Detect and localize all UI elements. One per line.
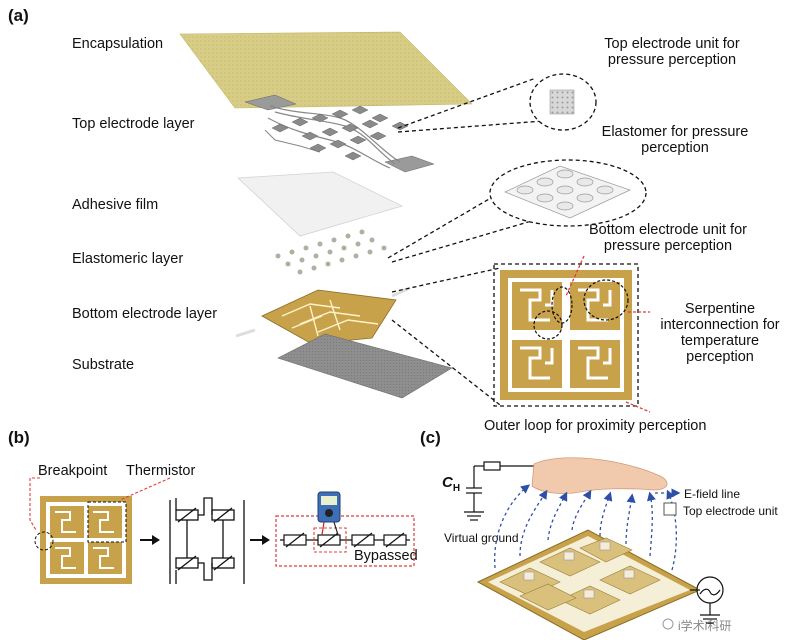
sensor-array-3d: [476, 529, 702, 640]
callout-elastomer: Elastomer for pressure perception: [601, 124, 749, 156]
layer-label-adhesive-film: Adhesive film: [72, 197, 159, 213]
layer-label-substrate: Substrate: [72, 357, 135, 373]
efield-lines: [494, 484, 678, 571]
panel-c-circuit: [464, 461, 540, 521]
elastomer-domes: [504, 165, 631, 219]
ch-main: C: [442, 474, 453, 491]
layer-label-top-electrode: Top electrode layer: [72, 116, 195, 132]
top-electrode-layer: [244, 94, 435, 173]
hand-illustration: [531, 457, 668, 494]
ac-source: [690, 576, 724, 624]
efield-legend-label: E-field line: [684, 487, 741, 501]
top-unit-legend-label: Top electrode unit: [683, 504, 778, 518]
ch-sub: H: [452, 483, 461, 494]
substrate-layer: [277, 333, 453, 399]
layer-label-bottom-electrode: Bottom electrode layer: [72, 306, 218, 322]
thermistor-network: [169, 497, 245, 584]
watermark: i学术i科研: [678, 619, 732, 633]
breakpoint-label: Breakpoint: [38, 463, 108, 479]
top-electrode-unit-icon: [549, 89, 575, 115]
bottom-electrode-layer: [235, 286, 411, 345]
panel-b-label: (b): [8, 428, 30, 447]
panel-b-arrows: [140, 535, 270, 545]
callout-outer-loop: Outer loop for proximity perception: [484, 418, 707, 434]
panel-a-label: (a): [8, 6, 29, 25]
ch-label: CH: [442, 474, 460, 494]
red-pointers: [565, 255, 651, 413]
panel-c-label: (c): [420, 428, 441, 447]
callout-serpentine: Serpentine interconnection for temperatu…: [660, 301, 780, 365]
panel-b-electrode: [34, 496, 132, 584]
layer-label-elastomeric: Elastomeric layer: [72, 251, 184, 267]
encapsulation-layer: [179, 31, 473, 109]
elastomeric-layer: [275, 229, 387, 275]
watermark-icon: [662, 618, 674, 630]
callout-top-electrode-unit: Top electrode unit for pressure percepti…: [604, 36, 740, 68]
bottom-electrode-zoom: [493, 263, 639, 407]
top-unit-legend-icon: [663, 502, 677, 516]
adhesive-film-layer: [237, 171, 404, 237]
callout-bottom-electrode-unit: Bottom electrode unit for pressure perce…: [589, 222, 747, 254]
thermistor-label: Thermistor: [126, 463, 196, 479]
panel-b-red-pointers: [29, 477, 171, 531]
bypassed-circuit: [275, 491, 415, 567]
bypassed-label: Bypassed: [354, 548, 418, 564]
virtual-ground-label: Virtual ground: [444, 531, 519, 545]
layer-label-encapsulation: Encapsulation: [72, 36, 164, 52]
